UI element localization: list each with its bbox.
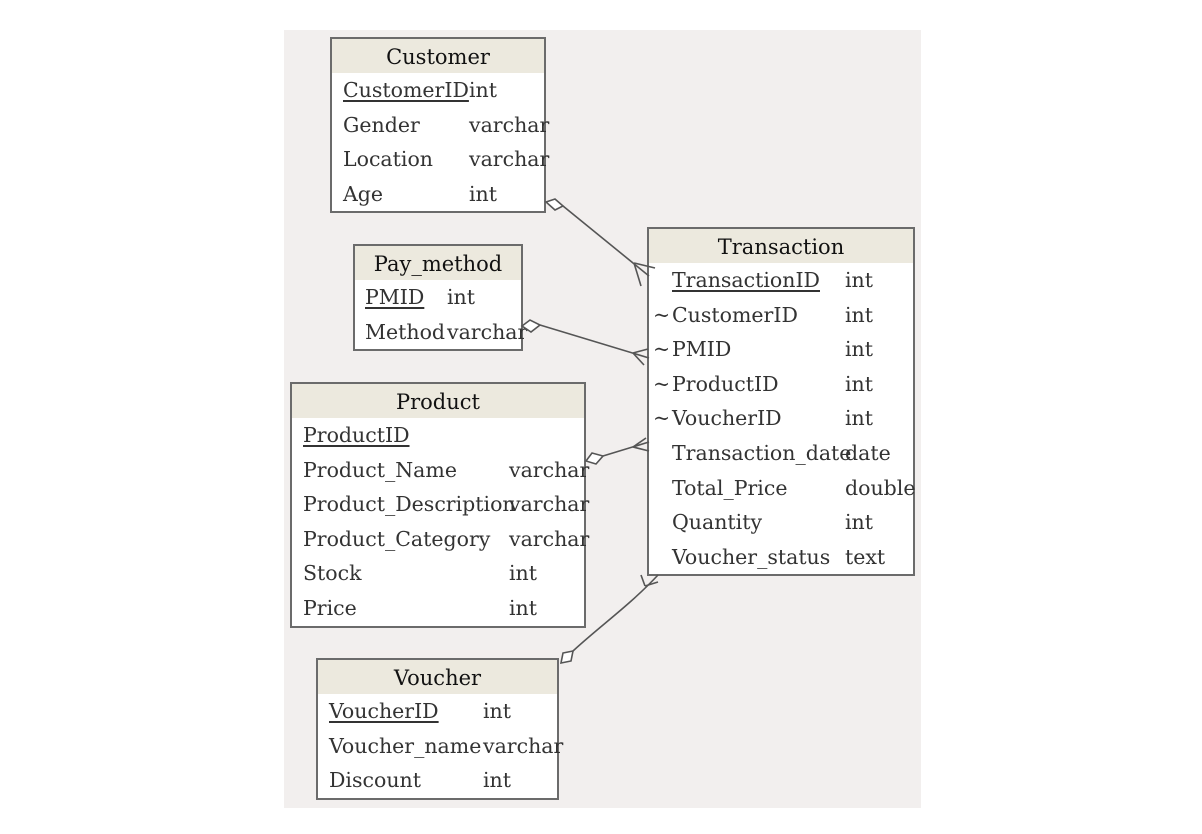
fk-marker: ~ [653, 371, 671, 396]
entity-pay-method[interactable]: Pay_method PMID int Method varchar [353, 244, 527, 352]
attribute-row: Product_Category varchar [292, 522, 589, 557]
attribute-row: TransactionID int [649, 263, 913, 298]
attribute-name: Transaction_date [672, 440, 852, 465]
attribute-name: Quantity [672, 510, 763, 535]
attribute-type: int [447, 285, 475, 309]
attribute-name: Product_Category [303, 526, 491, 551]
attribute-type: int [845, 406, 873, 431]
attribute-type: varchar [509, 492, 590, 517]
attribute-type: int [483, 699, 511, 723]
attribute-row: CustomerID int [332, 73, 544, 108]
crows-foot-icon [632, 348, 649, 366]
attribute-type: int [845, 510, 873, 535]
attribute-row: VoucherID int [318, 694, 557, 729]
attribute-name: Voucher_status [672, 544, 831, 569]
relationship-product-transaction[interactable] [584, 437, 650, 465]
relationship-paymethod-transaction[interactable] [520, 319, 650, 366]
attribute-row: Product_Description varchar [292, 487, 589, 522]
attribute-row: Quantity int [649, 505, 913, 540]
attribute-name: Location [343, 147, 433, 172]
crows-foot-icon [633, 262, 656, 287]
attribute-row: Gender varchar [332, 108, 549, 143]
attribute-name: VoucherID [672, 406, 782, 431]
aggregation-diamond-icon [544, 198, 565, 211]
attribute-type: varchar [509, 526, 590, 551]
attribute-row: ~ PMID int [649, 332, 913, 367]
attribute-name: Stock [303, 561, 362, 586]
attribute-type: int [483, 768, 511, 793]
attribute-type: int [845, 337, 873, 362]
attribute-row: Age int [332, 177, 544, 212]
attribute-name: Voucher_name [329, 733, 482, 758]
attribute-row: Price int [292, 591, 584, 626]
entity-title: Product [292, 384, 584, 418]
attribute-row: Stock int [292, 556, 584, 591]
attribute-type: varchar [469, 147, 550, 172]
attribute-row: ProductID [292, 418, 584, 453]
attribute-name: Product_Description [303, 492, 516, 517]
entity-title: Pay_method [355, 246, 521, 280]
attribute-name: ProductID [672, 371, 779, 396]
attribute-row: Product_Name varchar [292, 453, 589, 488]
attribute-type: date [845, 440, 891, 465]
attribute-name: Discount [329, 768, 421, 793]
attribute-type: int [845, 371, 873, 396]
attribute-type: int [509, 595, 537, 620]
entity-title: Transaction [649, 229, 913, 263]
attribute-type: double [845, 475, 916, 500]
attribute-name: Age [343, 181, 384, 206]
aggregation-diamond-icon [520, 319, 542, 333]
attribute-type: varchar [469, 112, 550, 137]
fk-marker: ~ [653, 406, 671, 431]
entity-customer[interactable]: Customer CustomerID int Gender varchar L… [330, 37, 549, 214]
attribute-row: Method varchar [355, 315, 527, 350]
attribute-type: varchar [483, 733, 564, 758]
attribute-row: ~ VoucherID int [649, 401, 913, 436]
crows-foot-icon [640, 574, 659, 587]
attribute-name: Price [303, 595, 357, 620]
crows-foot-icon [632, 437, 650, 452]
attribute-name: Product_Name [303, 457, 457, 482]
attribute-name: Gender [343, 112, 420, 137]
entity-title: Voucher [318, 660, 557, 694]
attribute-row: ~ ProductID int [649, 367, 913, 402]
attribute-name: ProductID [303, 423, 410, 447]
attribute-type: varchar [447, 319, 528, 344]
attribute-row: ~ CustomerID int [649, 298, 913, 333]
attribute-row: Transaction_date date [649, 436, 913, 471]
attribute-name: CustomerID [343, 78, 469, 102]
attribute-type: int [469, 181, 497, 206]
attribute-type: varchar [509, 457, 590, 482]
attribute-row: PMID int [355, 280, 521, 315]
entity-product[interactable]: Product ProductID Product_Name varchar P… [290, 382, 589, 628]
attribute-name: VoucherID [329, 699, 439, 723]
attribute-name: TransactionID [672, 268, 820, 292]
aggregation-diamond-icon [584, 452, 605, 465]
fk-marker: ~ [653, 337, 671, 362]
attribute-row: Location varchar [332, 142, 549, 177]
attribute-row: Voucher_name varchar [318, 729, 563, 764]
attribute-type: int [845, 268, 873, 292]
attribute-name: Method [365, 319, 446, 344]
aggregation-diamond-icon [559, 649, 575, 665]
attribute-type: int [845, 302, 873, 327]
attribute-row: Discount int [318, 763, 557, 798]
relationship-customer-transaction[interactable] [544, 198, 656, 287]
attribute-name: PMID [672, 337, 732, 362]
attribute-row: Voucher_status text [649, 540, 913, 575]
entity-voucher[interactable]: Voucher VoucherID int Voucher_name varch… [316, 658, 563, 800]
attribute-type: int [509, 561, 537, 586]
entity-transaction[interactable]: Transaction TransactionID int ~ Customer… [647, 227, 916, 577]
entity-title: Customer [332, 39, 544, 73]
attribute-type: text [845, 544, 886, 569]
attribute-row: Total_Price double [649, 471, 916, 506]
attribute-name: CustomerID [672, 302, 798, 327]
relationship-voucher-transaction[interactable] [559, 574, 659, 665]
attribute-name: PMID [365, 285, 425, 309]
attribute-type: int [469, 78, 497, 102]
fk-marker: ~ [653, 302, 671, 327]
attribute-name: Total_Price [672, 475, 788, 500]
